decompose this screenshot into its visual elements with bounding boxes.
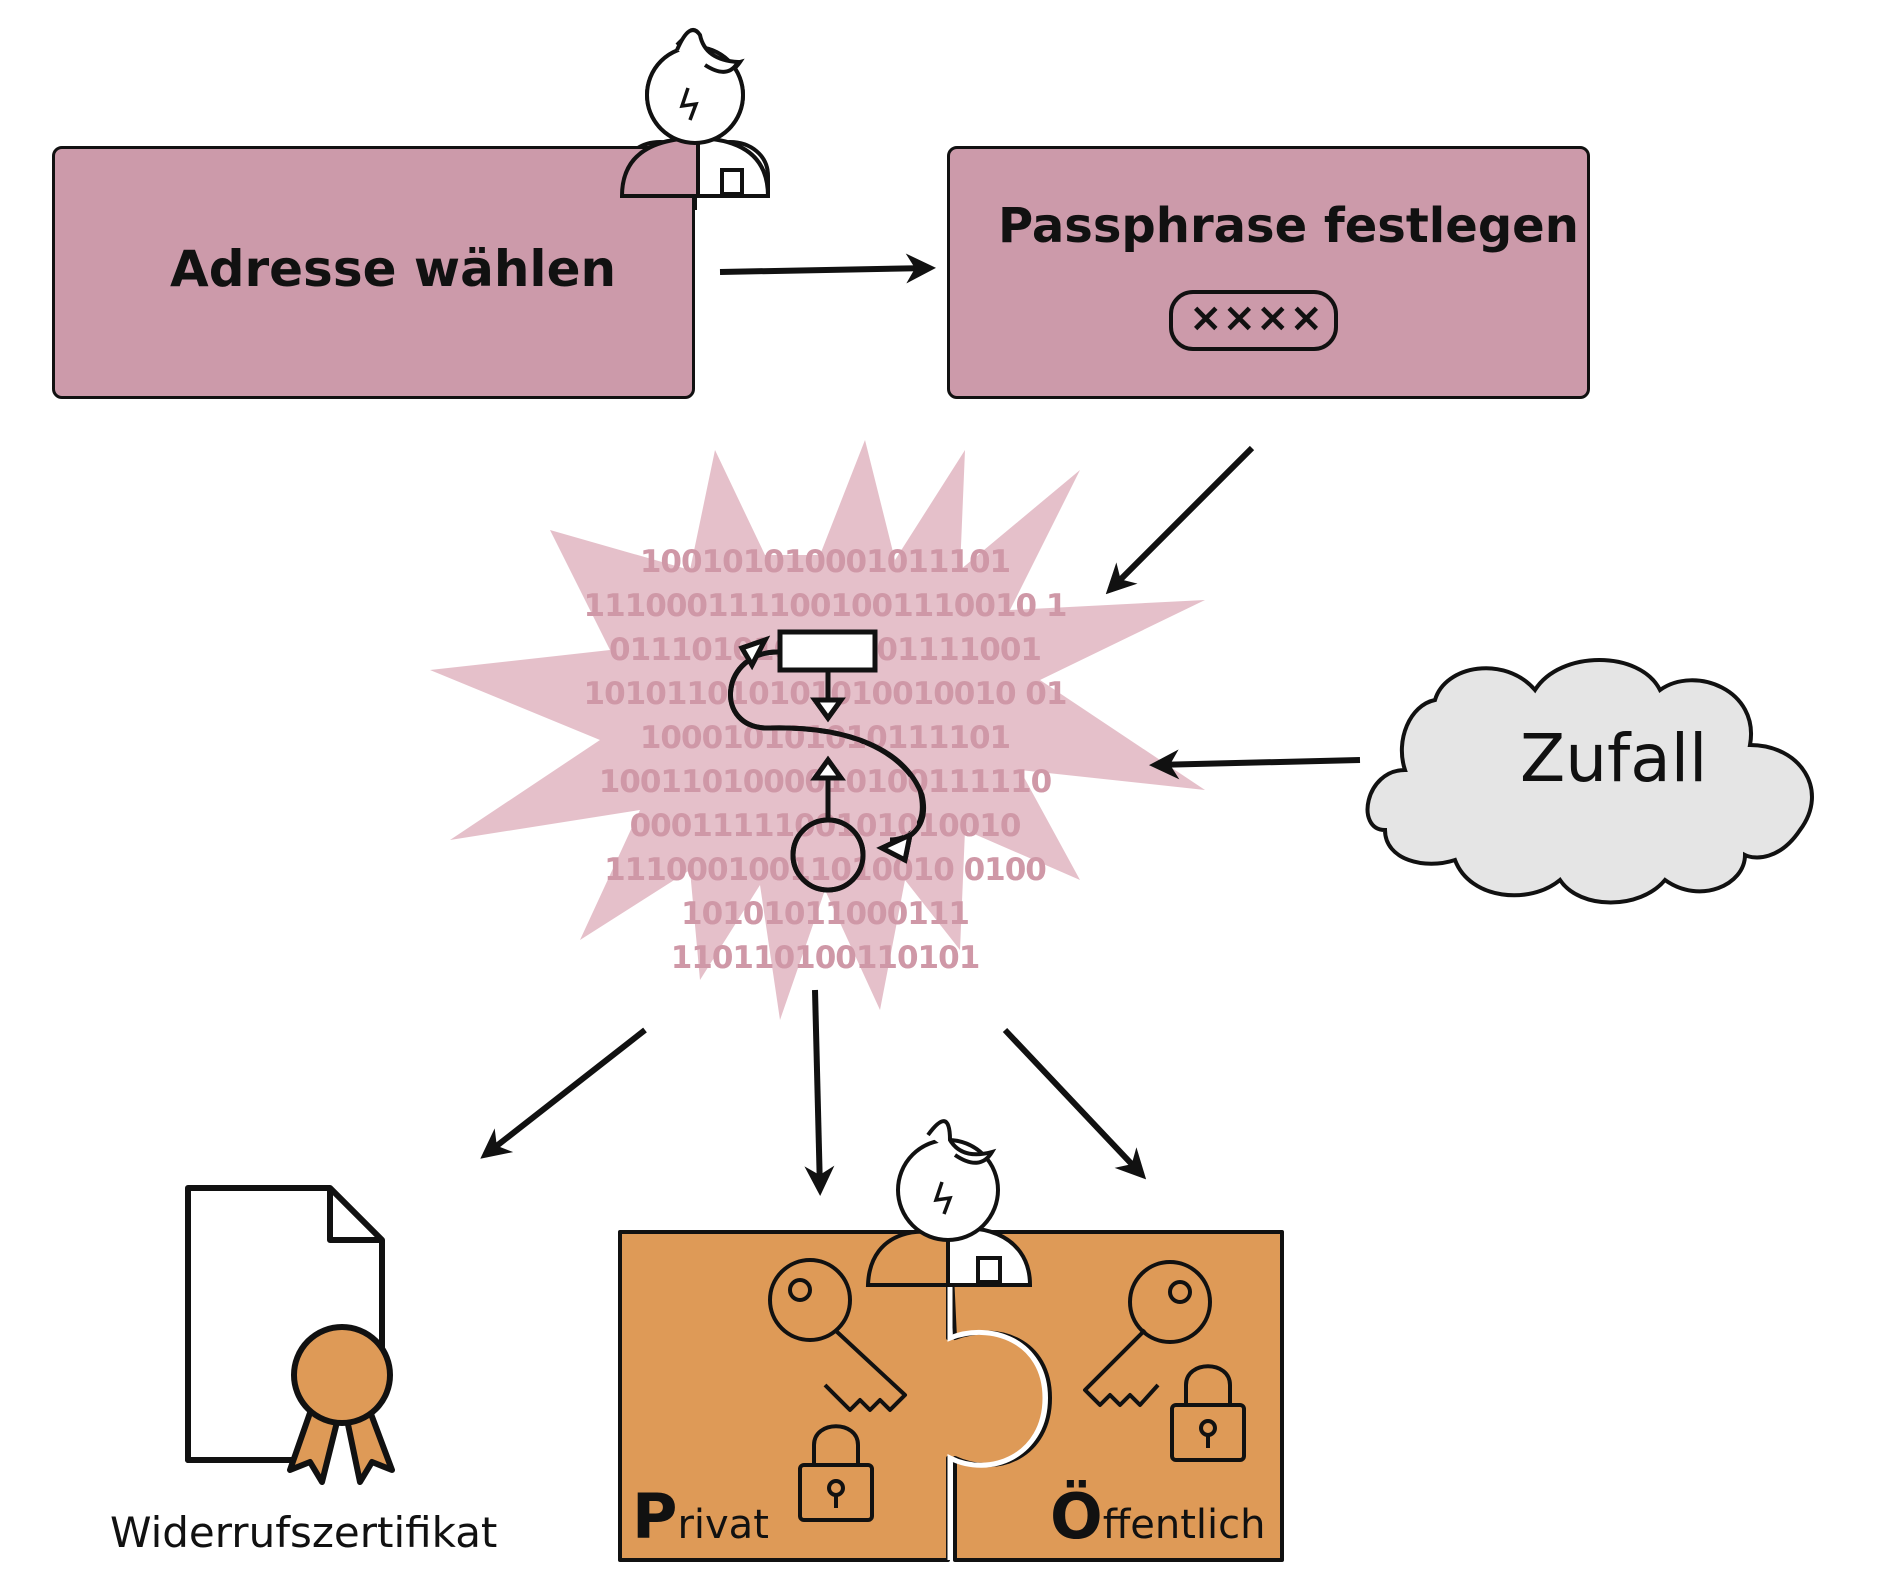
private-key-label: Privat <box>632 1480 769 1553</box>
passphrase-step-box <box>947 146 1590 399</box>
arrow-passphrase-to-generator <box>1105 445 1255 595</box>
arrow-generator-to-revocation <box>480 1027 647 1159</box>
certificate-icon <box>185 1185 395 1485</box>
public-key-rest: ffentlich <box>1102 1502 1266 1548</box>
private-key-initial: P <box>632 1480 678 1553</box>
binary-line: 100101010001011101 <box>639 544 1011 580</box>
cloud-icon <box>1365 658 1814 905</box>
binary-line: 11100010011010010 0100 <box>604 852 1047 888</box>
padlock-icon <box>798 1424 874 1522</box>
key-icon <box>1083 1260 1212 1407</box>
padlock-icon <box>1170 1364 1246 1462</box>
binary-line: 1110001111001001110010 1 <box>583 588 1068 624</box>
address-step-label: Adresse wählen <box>170 240 617 298</box>
passphrase-step-label: Passphrase festlegen <box>998 198 1579 254</box>
random-label: Zufall <box>1520 720 1708 797</box>
passphrase-mask: ×××× <box>1188 295 1324 341</box>
binary-line: 100010101010111101 <box>639 720 1011 756</box>
arrow-random-to-generator <box>1149 749 1361 780</box>
private-key-rest: rivat <box>677 1502 769 1548</box>
public-key-initial: Ö <box>1050 1480 1103 1553</box>
binary-line: 10101011000111 <box>681 896 970 932</box>
public-key-label: Öffentlich <box>1050 1480 1266 1553</box>
arrow-address-to-passphrase <box>719 253 936 284</box>
address-step-box <box>52 146 695 399</box>
binary-line: 110110100110101 <box>670 940 981 976</box>
user-icon <box>865 1119 1033 1287</box>
key-icon <box>768 1258 907 1412</box>
arrow-generator-to-public <box>1002 1027 1147 1180</box>
binary-line: 0001111100101010010 <box>629 808 1022 844</box>
revocation-label: Widerrufszertifikat <box>110 1508 498 1557</box>
arrow-generator-to-private <box>804 989 835 1196</box>
